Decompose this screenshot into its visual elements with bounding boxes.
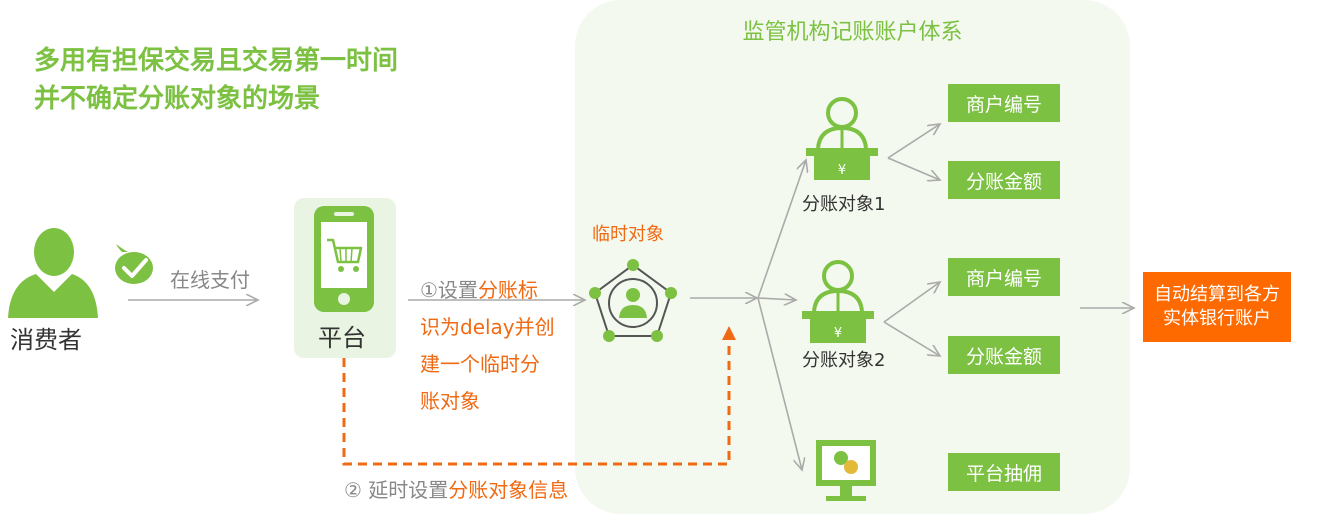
step1-text: ①设置分账标 识为delay并创 建一个临时分 账对象 (420, 272, 580, 420)
hub-to-recipient2-arrow (757, 298, 796, 300)
temp-object-label: 临时对象 (592, 224, 664, 245)
phone-cart-icon (314, 206, 374, 312)
recipient1-cashier-icon: ¥ (806, 97, 878, 180)
temp-object-network-icon (589, 259, 677, 342)
wechat-pay-icon (115, 244, 153, 284)
recipient2-label: 分账对象2 (802, 350, 886, 371)
recipient1-yen-symbol: ¥ (838, 163, 846, 178)
payment-label: 在线支付 (170, 268, 250, 292)
recipient1-label: 分账对象1 (802, 194, 886, 215)
settlement-box: 自动结算到各方 实体银行账户 (1143, 272, 1291, 342)
hub-to-recipient1-arrow (757, 160, 806, 299)
platform-commission-box: 平台抽佣 (948, 453, 1060, 491)
step1-line-1: ①设置分账标 (420, 272, 580, 309)
recipient2-merchant-box: 商户编号 (948, 258, 1060, 296)
recipient2-yen-symbol: ¥ (834, 326, 842, 341)
step2-highlight: 分账对象信息 (448, 478, 569, 502)
hub-to-platform-arrow (757, 297, 802, 470)
recipient1-merchant-box: 商户编号 (948, 84, 1060, 122)
recipient2-cashier-icon: ¥ (802, 260, 874, 343)
headline-line-1: 多用有担保交易且交易第一时间 (34, 46, 399, 76)
step2-prefix: ② 延时设置 (344, 478, 449, 502)
step1-prefix: ①设置 (420, 278, 478, 302)
r2-to-merchant-arrow (883, 282, 940, 323)
platform-monitor-icon (816, 440, 876, 501)
settlement-line-1: 自动结算到各方 (1154, 284, 1280, 305)
recipient1-amount-box: 分账金额 (948, 161, 1060, 199)
recipient2-amount-box: 分账金额 (948, 336, 1060, 374)
step2-text: ② 延时设置分账对象信息 (344, 474, 568, 503)
consumer-person-icon (8, 228, 98, 318)
step1-line-2: 识为delay并创 (420, 315, 555, 339)
r1-to-amount-arrow (887, 157, 940, 180)
step1-line-4: 账对象 (420, 389, 480, 413)
delay-dashed-path (342, 326, 736, 466)
consumer-label: 消费者 (10, 326, 82, 354)
panel-title: 监管机构记账账户体系 (742, 20, 963, 45)
headline: 多用有担保交易且交易第一时间 并不确定分账对象的场景 (34, 42, 398, 118)
r1-to-merchant-arrow (887, 124, 940, 159)
headline-line-2: 并不确定分账对象的场景 (34, 84, 321, 114)
settlement-line-2: 实体银行账户 (1163, 308, 1271, 329)
platform-label: 平台 (318, 324, 366, 352)
step1-line-3: 建一个临时分 (420, 352, 540, 376)
step1-highlight: 分账标 (477, 278, 538, 302)
r2-to-amount-arrow (883, 321, 940, 356)
